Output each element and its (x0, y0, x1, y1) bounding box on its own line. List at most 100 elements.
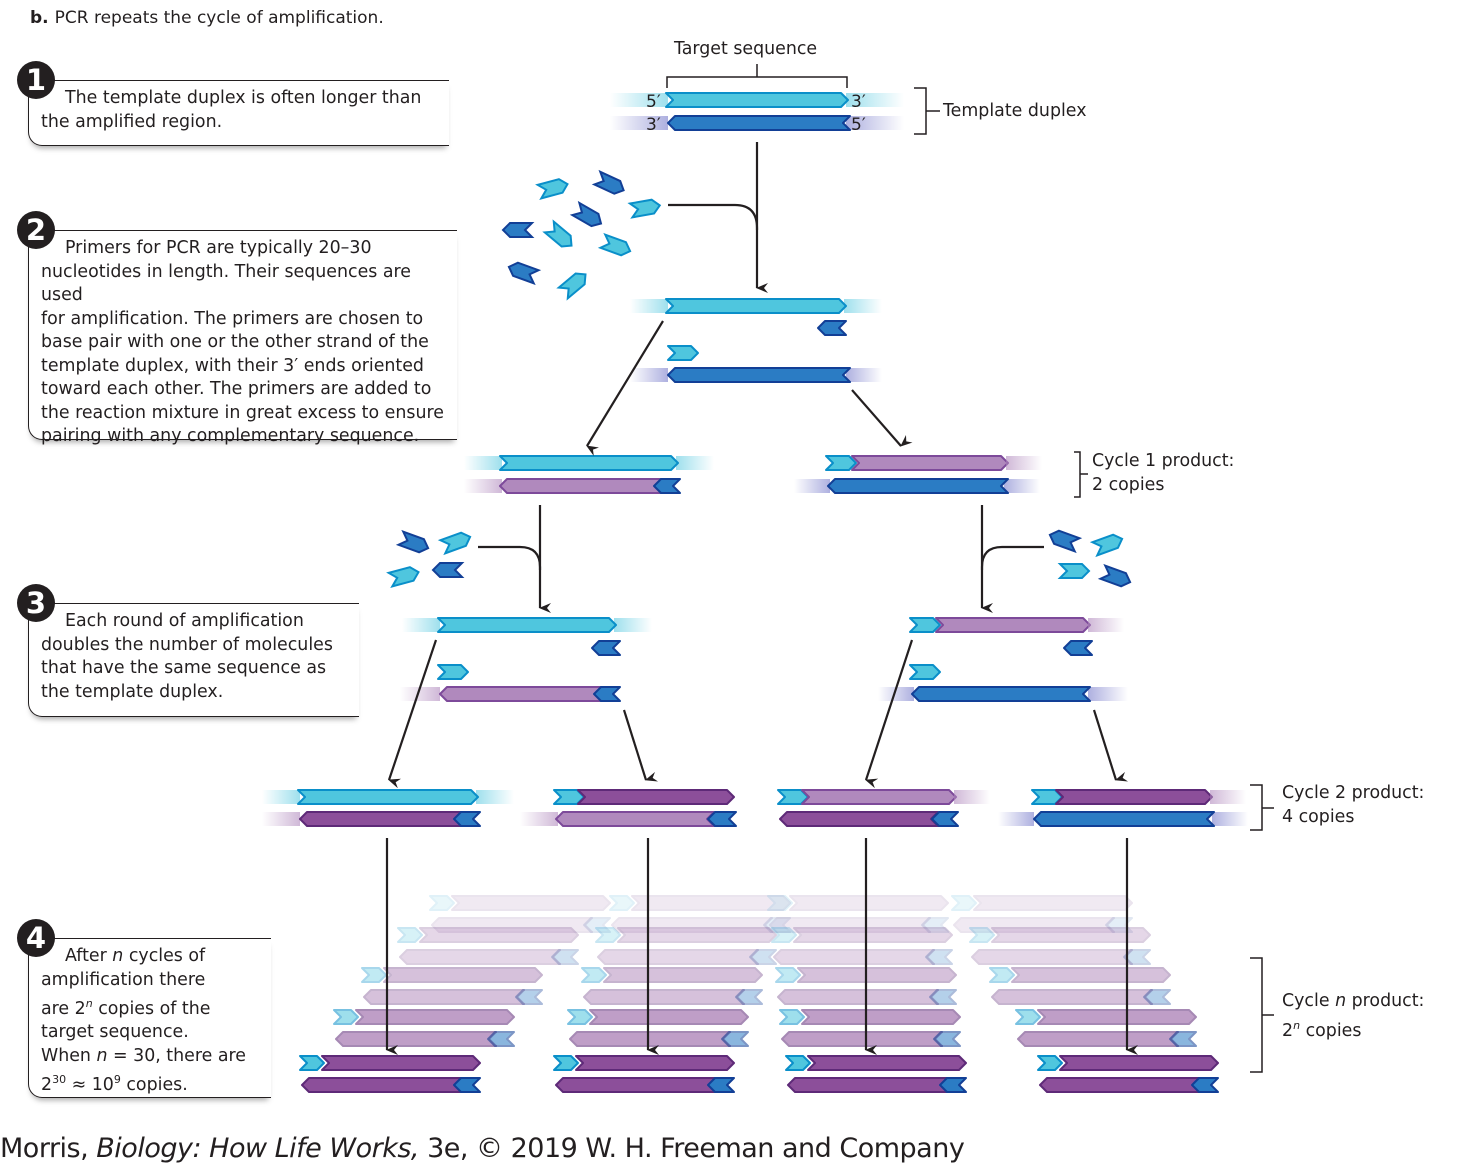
free-primer (431, 562, 465, 578)
stack-strand-top (797, 967, 957, 983)
strand-fade-extension (1004, 479, 1040, 493)
strand-fade-extension (676, 456, 714, 470)
step-4-callout: 4 After n cycles of amplification there … (17, 919, 271, 1098)
strand-fade-extension (610, 93, 668, 107)
c2-left-top (437, 617, 617, 633)
stack-strand-top (451, 895, 611, 911)
stack-strand-top (801, 1009, 961, 1025)
top-strand-3prime-label: 3′ (851, 92, 866, 112)
stack-primer-rev (1191, 1077, 1219, 1093)
free-primer (1048, 529, 1083, 554)
figure-part-label: b. (30, 8, 49, 28)
stack-primer (581, 967, 607, 983)
c2-right-template (911, 686, 1091, 702)
strands-layer (262, 92, 1248, 1093)
stack-strand-top (1037, 1009, 1197, 1025)
stack-primer-rev (749, 949, 777, 965)
strand-fade-extension (844, 299, 882, 313)
stack-primer-rev (515, 989, 543, 1005)
cycle1-right-template (827, 478, 1009, 494)
stack-strand-bottom (569, 1031, 731, 1047)
strand-fade-extension (402, 618, 440, 632)
stack-primer (767, 895, 793, 911)
cycle1-bracket (1074, 451, 1088, 498)
stack-strand-top (575, 1055, 735, 1071)
strand-segment (707, 811, 737, 827)
strand-fade-extension (520, 812, 558, 826)
strand-fade-extension (464, 456, 502, 470)
stack-primer (1037, 1055, 1063, 1071)
stack-primer (785, 1055, 811, 1071)
step-1-number: 1 (17, 61, 55, 99)
strand-segment (801, 789, 957, 805)
stack-strand-top (631, 895, 791, 911)
stack-primer-rev (921, 917, 949, 933)
strand-fade-extension (630, 299, 668, 313)
forward-primer (437, 664, 469, 680)
stack-primer-rev (487, 1031, 515, 1047)
primers-join-arrow (668, 203, 768, 293)
strand-fade-extension (1006, 456, 1042, 470)
bottom-strand-3prime-label: 3′ (646, 115, 661, 135)
template-top-strand (665, 92, 849, 108)
stack-strand-top (321, 1055, 481, 1071)
free-primer (1089, 533, 1124, 558)
brackets-layer (666, 64, 1274, 1073)
top-strand-5prime-label: 5′ (646, 92, 661, 112)
free-primer (501, 222, 535, 238)
strand-fade-extension (400, 687, 440, 701)
stack-primer (595, 927, 621, 943)
strand-segment (779, 811, 939, 827)
stack-strand-bottom (399, 949, 561, 965)
stack-primer-rev (735, 989, 763, 1005)
stack-strand-bottom (335, 1031, 497, 1047)
process-arrow (622, 709, 658, 782)
step-2-text: Primers for PCR are typically 20–30 nucl… (41, 238, 444, 446)
cycle1-left-new (499, 478, 663, 494)
stack-strand-top (793, 927, 953, 943)
cycle2-label-line2: 4 copies (1282, 807, 1355, 827)
split-left-arrow (586, 320, 664, 456)
target-sequence-label: Target sequence (674, 39, 818, 59)
cycle1-right-new (851, 455, 1009, 471)
strand-fade-extension (878, 687, 914, 701)
stack-strand-top (1011, 967, 1171, 983)
stack-primer-rev (763, 917, 791, 933)
figure-title-text: PCR repeats the cycle of amplification. (54, 8, 384, 28)
stack-primer-rev (939, 1077, 967, 1093)
stack-primer (553, 1055, 579, 1071)
free-primer (627, 198, 662, 219)
process-arrow (864, 639, 914, 789)
template-duplex-label: Template duplex (943, 101, 1087, 121)
forward-primer (909, 664, 941, 680)
free-primer (597, 232, 632, 257)
step-4-text: After n cycles of amplification there ar… (41, 946, 246, 1096)
left-primers-join-arrow (478, 545, 551, 613)
stack-primer-rev (551, 949, 579, 965)
stack-strand-bottom (431, 917, 593, 933)
free-primer (1097, 563, 1132, 588)
step-2-number: 2 (17, 211, 55, 249)
strand-fade-extension (846, 368, 882, 382)
step-2-callout: 2 Primers for PCR are typically 20–30 nu… (17, 211, 457, 446)
strand-segment (593, 686, 621, 702)
stack-strand-top (973, 895, 1133, 911)
stack-strand-top (617, 927, 777, 943)
free-primer (535, 178, 569, 200)
strand-segment (935, 617, 1091, 633)
stack-strand-bottom (777, 989, 939, 1005)
stack-primer (397, 927, 423, 943)
strand-segment (1033, 811, 1215, 827)
cyclen-label-line1: Cycle n product: (1282, 991, 1425, 1011)
stack-primer (969, 927, 995, 943)
stack-primer-rev (583, 917, 611, 933)
forward-primer (667, 345, 699, 361)
stack-primer (951, 895, 977, 911)
stack-strand-top (589, 1009, 749, 1025)
step-1-text: The template duplex is often longer than… (41, 88, 422, 132)
strand-fade-extension (630, 368, 668, 382)
stack-primer-rev (1123, 949, 1151, 965)
stack-strand-bottom (611, 917, 773, 933)
step-3-text: Each round of amplification doubles the … (41, 611, 333, 702)
